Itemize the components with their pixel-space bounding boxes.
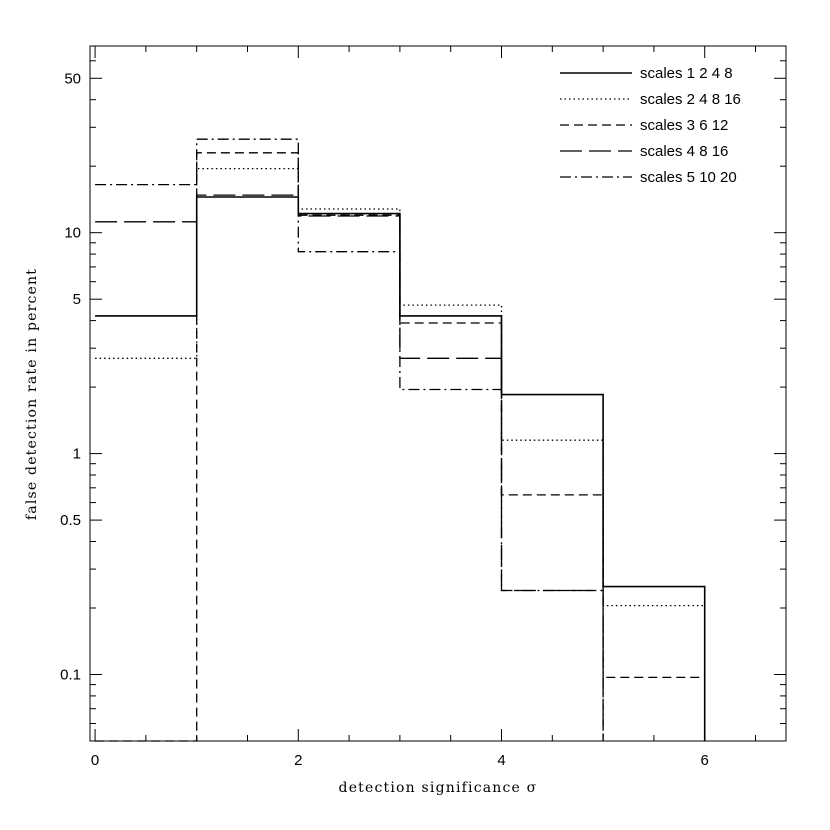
plot-frame xyxy=(89,45,787,742)
axis-ticks: 0 2 4 6 0.1 0.5 1 5 10 50 xyxy=(60,45,786,769)
x-axis-label: detection significance σ xyxy=(339,780,538,796)
x-tick-label: 4 xyxy=(497,752,505,769)
legend-label: scales 1 2 4 8 xyxy=(640,65,733,82)
series-line-5 xyxy=(95,138,604,741)
y-tick-label: 50 xyxy=(64,70,81,87)
legend-label: scales 2 4 8 16 xyxy=(640,91,741,108)
y-tick-label: 5 xyxy=(73,291,81,308)
legend: scales 1 2 4 8 scales 2 4 8 16 scales 3 6 … xyxy=(560,65,741,186)
y-axis-label: false detection rate in percent xyxy=(24,268,40,520)
legend-label: scales 4 8 16 xyxy=(640,143,728,160)
y-tick-label: 0.1 xyxy=(60,667,81,684)
legend-label: scales 3 6 12 xyxy=(640,117,728,134)
x-tick-label: 6 xyxy=(701,752,709,769)
y-tick-label: 1 xyxy=(73,446,81,463)
series-line-4 xyxy=(95,194,604,741)
legend-label: scales 5 10 20 xyxy=(640,169,737,186)
series-layer xyxy=(95,138,706,742)
x-tick-label: 0 xyxy=(91,752,99,769)
y-tick-label: 0.5 xyxy=(60,512,81,529)
y-tick-label: 10 xyxy=(64,225,81,242)
x-tick-label: 2 xyxy=(294,752,302,769)
